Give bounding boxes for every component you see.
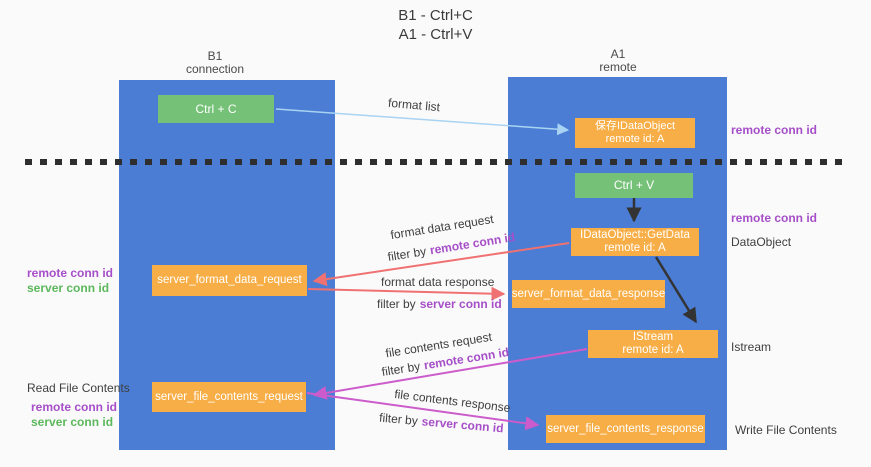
label-read-file-contents: Read File Contents	[27, 381, 130, 395]
lane-b1-subtitle: connection	[185, 62, 245, 76]
node-server-file-contents-request-label: server_file_contents_request	[155, 390, 303, 403]
arrow-format-data-response	[307, 286, 506, 301]
node-ctrl-v-label: Ctrl + V	[613, 178, 655, 192]
node-ctrl-c-label: Ctrl + C	[195, 101, 237, 116]
title-line-2: A1 - Ctrl+V	[398, 26, 473, 43]
filter-prefix: filter by	[378, 410, 419, 428]
node-istream-line1: IStream	[632, 331, 674, 343]
lane-b1-title: B1	[207, 49, 223, 63]
label-write-file-contents: Write File Contents	[735, 423, 837, 437]
filter-prefix: filter by	[386, 244, 428, 264]
filter-prefix: filter by	[380, 359, 422, 379]
label-remote-conn-id-top-right: remote conn id	[731, 123, 818, 137]
title-line-1: B1 - Ctrl+C	[398, 7, 473, 24]
filter-key-server-conn-id: server conn id	[421, 414, 505, 436]
node-save-idataobject: 保存IDataObject remote id: A	[575, 118, 695, 148]
node-server-file-contents-response-label: server_file_contents_response	[547, 422, 704, 435]
filter-key-server-conn-id: server conn id	[419, 297, 502, 311]
edge-label-file-contents-response: file contents response	[393, 386, 512, 416]
label-server-conn-id-top-left: server conn id	[27, 281, 110, 295]
label-remote-conn-id-bottom-left: remote conn id	[31, 400, 118, 414]
node-istream-line2: remote id: A	[622, 344, 684, 356]
node-idataobject-getdata: IDataObject::GetData remote id: A	[571, 228, 699, 256]
edge-label-format-data-response: format data response	[381, 275, 495, 289]
lane-a1-subtitle: remote	[599, 60, 637, 74]
node-save-idataobject-line1: 保存IDataObject	[594, 120, 676, 132]
node-server-format-data-request-label: server_format_data_request	[157, 274, 302, 286]
node-server-file-contents-response: server_file_contents_response	[546, 415, 705, 443]
node-istream: IStream remote id: A	[588, 330, 718, 358]
label-remote-conn-id-mid-right: remote conn id	[731, 211, 818, 225]
diagram-title: B1 - Ctrl+C A1 - Ctrl+V	[0, 6, 871, 44]
filter-key-remote-conn-id: remote conn id	[428, 230, 517, 258]
edge-label-format-list: format list	[387, 95, 441, 115]
node-save-idataobject-line2: remote id: A	[605, 133, 665, 145]
lane-a1-title: A1	[610, 47, 626, 61]
lane-header-a1: A1 remote	[558, 48, 678, 74]
label-remote-conn-id-top-left: remote conn id	[27, 266, 114, 280]
filter-prefix: filter by	[377, 297, 416, 311]
node-server-format-data-request: server_format_data_request	[152, 265, 307, 296]
node-getdata-line2: remote id: A	[604, 242, 666, 254]
label-server-conn-id-bottom-left: server conn id	[31, 415, 114, 429]
node-server-format-data-response-label: server_format_data_response	[511, 287, 666, 300]
node-ctrl-v: Ctrl + V	[575, 173, 693, 198]
node-getdata-line1: IDataObject::GetData	[580, 229, 690, 241]
label-istream: Istream	[731, 340, 772, 354]
lane-header-b1: B1 connection	[155, 50, 275, 76]
node-ctrl-c: Ctrl + C	[158, 95, 274, 123]
node-server-format-data-response: server_format_data_response	[512, 280, 665, 308]
node-server-file-contents-request: server_file_contents_request	[152, 382, 306, 412]
label-dataobject: DataObject	[731, 235, 792, 249]
